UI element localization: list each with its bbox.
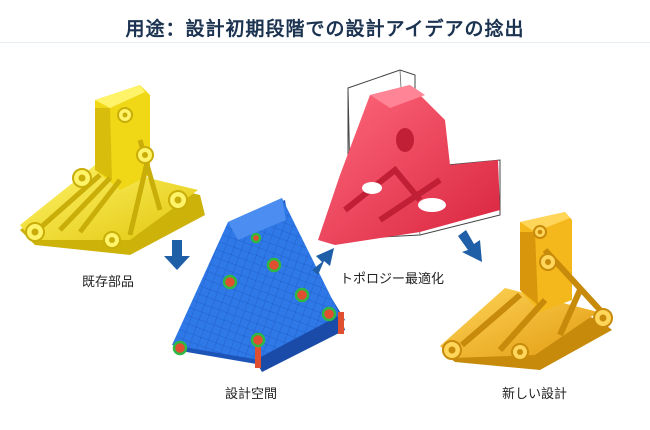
arrow-space-to-topology (312, 248, 334, 275)
label-new-design: 新しい設計 (502, 387, 568, 402)
label-design-space: 設計空間 (225, 387, 278, 402)
page-title: 用途：設計初期段階での設計アイデアの捻出 (125, 18, 525, 40)
topology-result-image (318, 69, 501, 245)
arrow-topology-to-new (458, 230, 482, 262)
label-existing-part: 既存部品 (82, 275, 135, 290)
arrow-existing-to-space (164, 240, 190, 270)
design-space-image (172, 198, 345, 372)
new-design-image (440, 212, 613, 370)
existing-part-image (20, 85, 205, 255)
label-topology-optimization: トポロジー最適化 (340, 272, 445, 287)
header-divider (0, 42, 650, 43)
